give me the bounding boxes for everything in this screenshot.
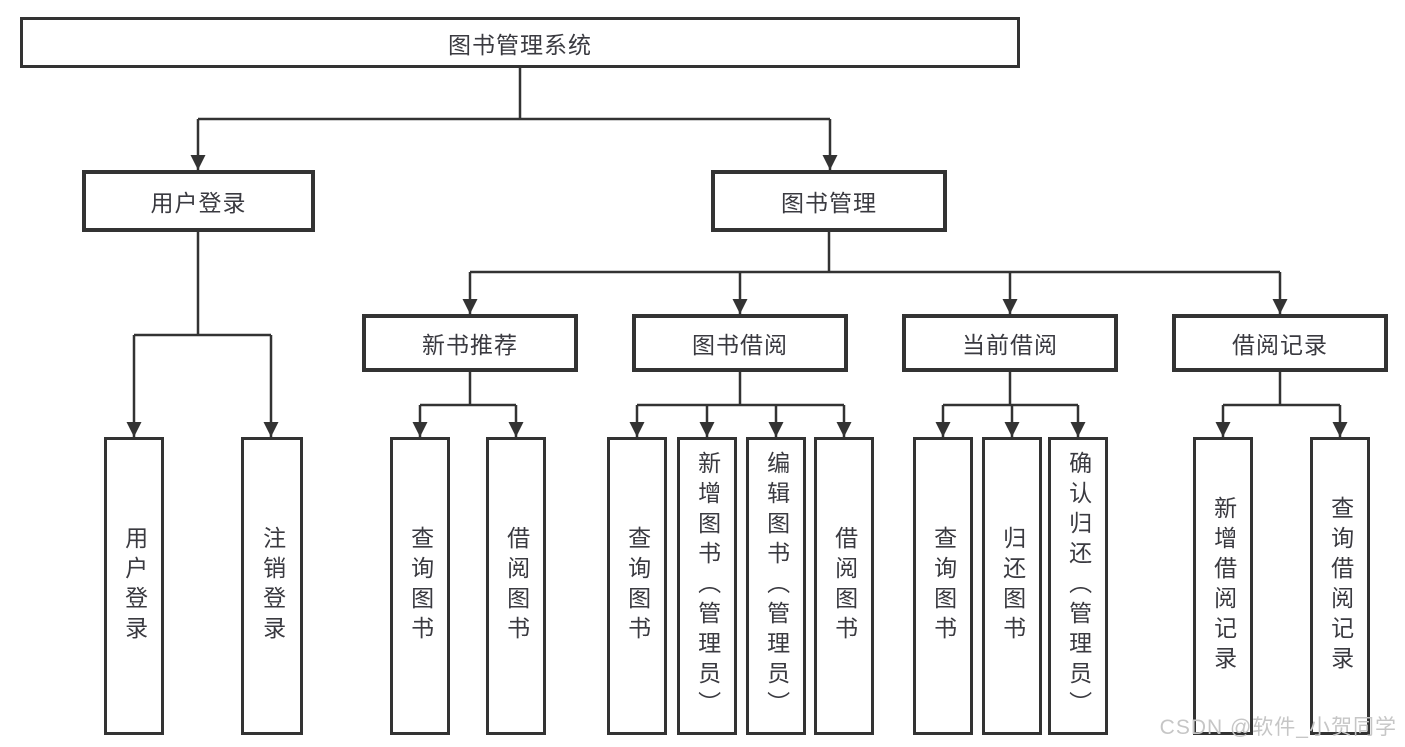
- node-current-borrowing-label: 当前借阅: [962, 332, 1058, 358]
- leaf-query-books-2-label: 查询图书: [624, 526, 651, 646]
- leaf-borrow-books-2-label: 借阅图书: [831, 526, 858, 646]
- leaf-edit-books-admin-label: 编辑图书（管理员）: [763, 451, 790, 721]
- leaf-borrow-books-1-label: 借阅图书: [503, 526, 530, 646]
- leaf-query-books-1-label: 查询图书: [407, 526, 434, 646]
- leaf-add-books-admin-label: 新增图书（管理员）: [694, 451, 721, 721]
- leaf-return-books-label: 归还图书: [999, 526, 1026, 646]
- node-new-book-recommend-label: 新书推荐: [422, 332, 518, 358]
- connector-current-borrow-group: [935, 372, 1086, 437]
- leaf-query-books-1: 查询图书: [390, 437, 450, 735]
- leaf-edit-books-admin: 编辑图书（管理员）: [746, 437, 806, 735]
- leaf-query-books-2: 查询图书: [607, 437, 667, 735]
- leaf-return-books: 归还图书: [982, 437, 1042, 735]
- connector-book-borrow-group: [629, 372, 852, 437]
- leaf-user-login-label: 用户登录: [121, 526, 148, 646]
- connector-borrow-records-group: [1215, 372, 1348, 437]
- leaf-add-borrow-record: 新增借阅记录: [1193, 437, 1253, 735]
- connector-root-to-level2: [190, 68, 838, 170]
- node-user-login-label: 用户登录: [150, 190, 247, 216]
- node-book-management-label: 图书管理: [781, 190, 877, 216]
- connector-book-mgmt-to-level3: [462, 232, 1288, 314]
- node-book-borrowing-label: 图书借阅: [692, 332, 788, 358]
- leaf-logout-label: 注销登录: [259, 526, 286, 646]
- connector-new-books-group: [412, 372, 524, 437]
- node-root-label: 图书管理系统: [448, 31, 592, 58]
- node-root: 图书管理系统: [20, 17, 1020, 68]
- leaf-query-borrow-record: 查询借阅记录: [1310, 437, 1370, 735]
- leaf-logout: 注销登录: [241, 437, 303, 735]
- node-user-login: 用户登录: [82, 170, 315, 232]
- node-book-management: 图书管理: [711, 170, 947, 232]
- leaf-query-borrow-record-label: 查询借阅记录: [1327, 496, 1354, 676]
- leaf-query-books-3: 查询图书: [913, 437, 973, 735]
- leaf-confirm-return-admin: 确认归还（管理员）: [1048, 437, 1108, 735]
- node-book-borrowing: 图书借阅: [632, 314, 848, 372]
- node-current-borrowing: 当前借阅: [902, 314, 1118, 372]
- leaf-query-books-3-label: 查询图书: [930, 526, 957, 646]
- connector-user-login-group: [126, 232, 279, 437]
- leaf-borrow-books-2: 借阅图书: [814, 437, 874, 735]
- leaf-borrow-books-1: 借阅图书: [486, 437, 546, 735]
- leaf-user-login: 用户登录: [104, 437, 164, 735]
- node-borrowing-records-label: 借阅记录: [1232, 332, 1328, 358]
- leaf-add-borrow-record-label: 新增借阅记录: [1210, 496, 1237, 676]
- leaf-add-books-admin: 新增图书（管理员）: [677, 437, 737, 735]
- csdn-watermark: CSDN @软件_小贺同学: [1159, 716, 1397, 739]
- node-borrowing-records: 借阅记录: [1172, 314, 1388, 372]
- leaf-confirm-return-admin-label: 确认归还（管理员）: [1065, 451, 1092, 721]
- node-new-book-recommend: 新书推荐: [362, 314, 578, 372]
